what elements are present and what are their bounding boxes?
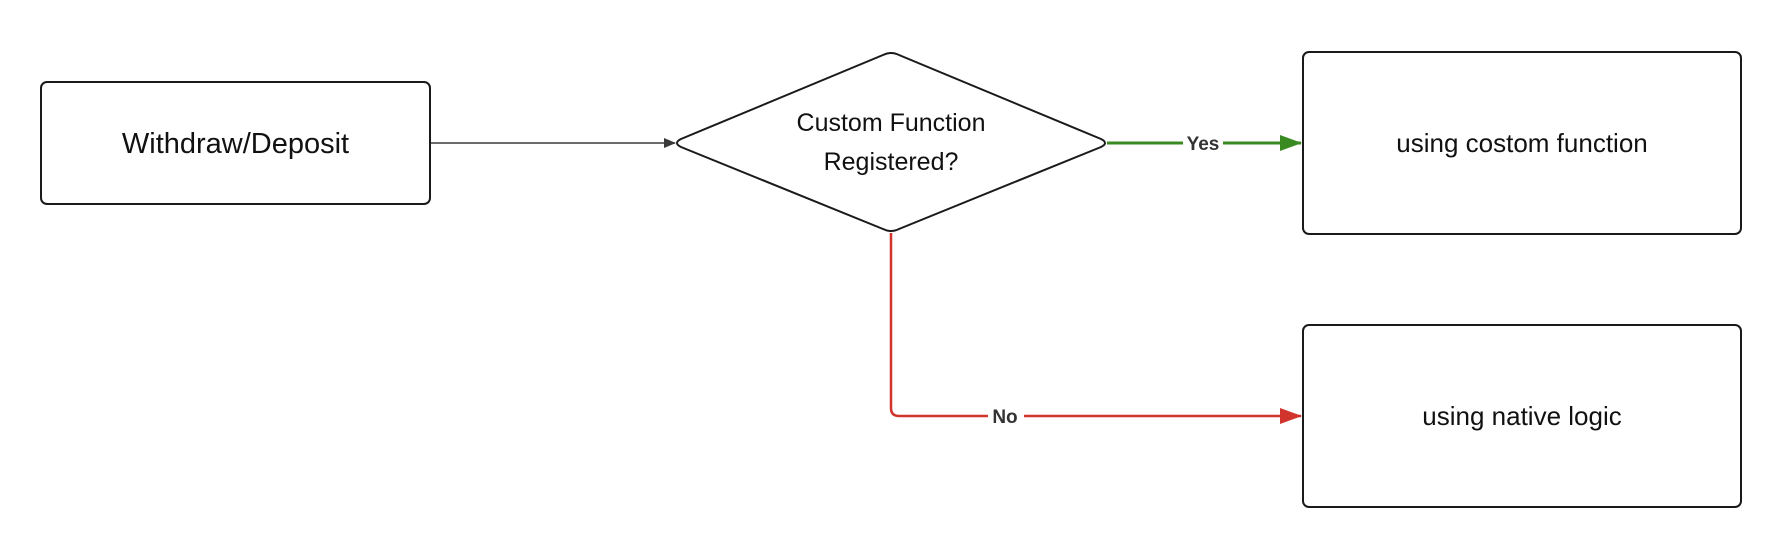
node-decision[interactable]: Custom Function Registered?: [676, 52, 1106, 232]
node-native-logic-box: [1302, 324, 1742, 508]
node-native-logic-label: using native logic: [1422, 401, 1621, 431]
node-native-logic[interactable]: using native logic: [1302, 324, 1742, 508]
edge-no-label: No: [992, 407, 1017, 428]
edge-no-label-bg: [988, 404, 1024, 428]
node-custom-function-box: [1302, 51, 1742, 235]
node-withdraw-deposit-label: Withdraw/Deposit: [122, 128, 349, 160]
edge-yes-label: Yes: [1187, 134, 1220, 155]
node-withdraw-deposit[interactable]: Withdraw/Deposit: [40, 81, 431, 205]
node-custom-function[interactable]: using costom function: [1302, 51, 1742, 235]
node-custom-function-label: using costom function: [1396, 128, 1647, 158]
node-decision-label-line1: Custom Function: [797, 109, 986, 137]
node-decision-diamond: [676, 52, 1106, 232]
node-withdraw-deposit-box: [40, 81, 431, 205]
edge-no: No: [889, 233, 1302, 428]
edge-yes: Yes: [1107, 131, 1302, 155]
edge-no-line: [889, 233, 1302, 424]
node-decision-label-line2: Registered?: [824, 148, 959, 176]
edge-yes-label-bg: [1183, 131, 1223, 155]
